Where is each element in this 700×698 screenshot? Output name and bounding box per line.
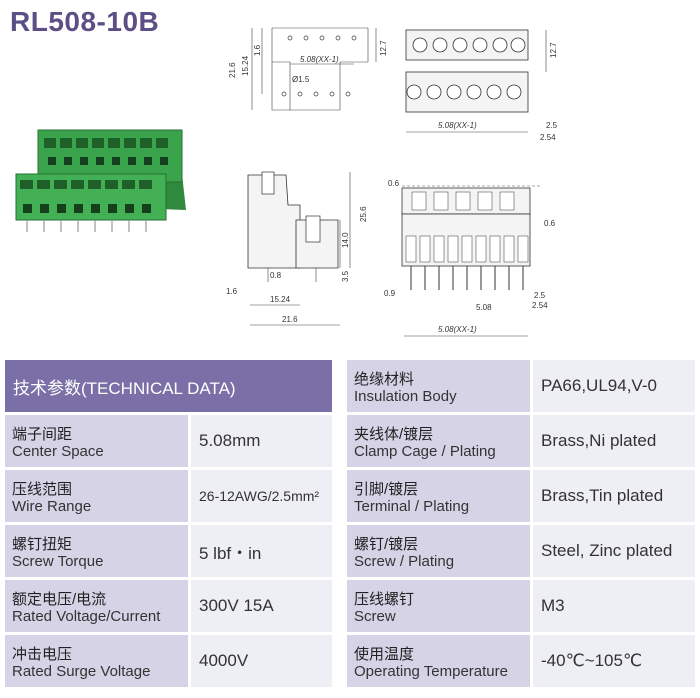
dim-top-h-small: 1.6 (253, 44, 262, 56)
spec-label: 额定电压/电流 Rated Voltage/Current (5, 580, 188, 632)
spec-label: 引脚/镀层 Terminal / Plating (347, 470, 530, 522)
dim-top-pitch: 5.08(XX-1) (300, 55, 339, 64)
spec-label: 螺钉扭矩 Screw Torque (5, 525, 188, 577)
product-title: RL508-10B (10, 6, 160, 37)
spec-label: 压线螺钉 Screw (347, 580, 530, 632)
spec-value: Brass,Ni plated (533, 415, 695, 467)
dim-front-height: 12.7 (549, 42, 558, 58)
spec-row-left-2: 螺钉扭矩 Screw Torque 5 lbf・in (5, 525, 695, 577)
dim-bottom-pitch: 5.08 (476, 303, 492, 312)
spec-label-cn: 冲击电压 (12, 646, 73, 663)
spec-row-left-1: 压线范围 Wire Range 26-12AWG/2.5mm² (5, 470, 695, 522)
dim-bottom-offset2: 2.54 (532, 301, 548, 310)
spec-value: 26-12AWG/2.5mm² (191, 470, 332, 522)
dim-side-w3: 15.24 (270, 295, 291, 304)
dim-top-hole: Ø1.5 (292, 75, 310, 84)
spec-value: Steel, Zinc plated (533, 525, 695, 577)
front-view-bottom-drawing: 0.6 0.6 0.9 5.08 2.5 2.54 5.08(XX-1) (384, 179, 556, 337)
spec-row-right-4: 压线螺钉 Screw M3 (347, 580, 695, 632)
spec-label-cn: 夹线体/镀层 (354, 426, 434, 443)
spec-value: M3 (533, 580, 695, 632)
spec-value: -40℃~105℃ (533, 635, 695, 687)
dim-bottom-a: 0.6 (388, 179, 400, 188)
spec-label-cn: 绝缘材料 (354, 371, 415, 388)
spec-label-en: Screw / Plating (354, 553, 455, 570)
top-view-drawing: 21.6 15.24 1.6 5.08(XX-1) Ø1.5 12.7 (228, 27, 388, 111)
dim-side-h2: 14.0 (341, 232, 350, 248)
spec-label: 压线范围 Wire Range (5, 470, 188, 522)
dim-side-h3: 3.5 (341, 270, 350, 282)
spec-label-en: Terminal / Plating (354, 498, 470, 515)
spec-row-right-1: 夹线体/镀层 Clamp Cage / Plating Brass,Ni pla… (347, 415, 695, 467)
spec-label-cn: 引脚/镀层 (354, 481, 419, 498)
spec-label-en: Rated Surge Voltage (12, 663, 151, 680)
dim-side-h1: 25.6 (359, 206, 368, 222)
spec-label-cn: 额定电压/电流 (12, 591, 107, 608)
spec-label: 螺钉/镀层 Screw / Plating (347, 525, 530, 577)
spec-row-left-4: 冲击电压 Rated Surge Voltage 4000V (5, 635, 695, 687)
spec-row-right-0: 绝缘材料 Insulation Body PA66,UL94,V-0 (347, 360, 695, 412)
spec-value: 5 lbf・in (191, 525, 332, 577)
spec-label-cn: 压线螺钉 (354, 591, 415, 608)
dim-bottom-b: 0.6 (544, 219, 556, 228)
spec-value: PA66,UL94,V-0 (533, 360, 695, 412)
front-view-top-drawing: 12.7 5.08(XX-1) 2.5 2.54 (405, 29, 558, 142)
spec-label-cn: 端子间距 (12, 426, 73, 443)
spec-label-en: Rated Voltage/Current (12, 608, 161, 625)
dim-front-offset1: 2.5 (546, 121, 558, 130)
spec-value: 5.08mm (191, 415, 332, 467)
spec-label-en: Insulation Body (354, 388, 457, 405)
dim-bottom-total: 5.08(XX-1) (438, 325, 477, 334)
spec-label-cn: 使用温度 (354, 646, 415, 663)
spec-row-right-5: 使用温度 Operating Temperature -40℃~105℃ (347, 635, 695, 687)
dim-side-w4: 21.6 (282, 315, 298, 324)
dim-top-h-total: 21.6 (228, 62, 237, 78)
dim-bottom-c: 0.9 (384, 289, 396, 298)
spec-label-en: Operating Temperature (354, 663, 508, 680)
spec-value: Brass,Tin plated (533, 470, 695, 522)
dim-side-w2: 1.6 (226, 287, 238, 296)
spec-label: 端子间距 Center Space (5, 415, 188, 467)
spec-label-en: Clamp Cage / Plating (354, 443, 496, 460)
spec-label-cn: 螺钉扭矩 (12, 536, 73, 553)
spec-row-right-2: 引脚/镀层 Terminal / Plating Brass,Tin plate… (347, 470, 695, 522)
spec-label-cn: 螺钉/镀层 (354, 536, 419, 553)
dim-top-height: 12.7 (379, 40, 388, 56)
dim-front-pitch: 5.08(XX-1) (438, 121, 477, 130)
spec-header-row: 技术参数(TECHNICAL DATA) (5, 360, 695, 412)
dim-side-w1: 0.8 (270, 271, 282, 280)
spec-row-left-3: 额定电压/电流 Rated Voltage/Current 300V 15A (5, 580, 695, 632)
spec-value: 4000V (191, 635, 332, 687)
spec-label-en: Wire Range (12, 498, 92, 515)
spec-row-right-3: 螺钉/镀层 Screw / Plating Steel, Zinc plated (347, 525, 695, 577)
spec-label-en: Center Space (12, 443, 104, 460)
spec-label-en: Screw (354, 608, 396, 625)
spec-label: 冲击电压 Rated Surge Voltage (5, 635, 188, 687)
spec-label: 绝缘材料 Insulation Body (347, 360, 530, 412)
dim-front-offset2: 2.54 (540, 133, 556, 142)
product-image (15, 129, 186, 232)
dim-top-h-mid: 15.24 (241, 55, 250, 76)
spec-label-cn: 压线范围 (12, 481, 73, 498)
spec-label-en: Screw Torque (12, 553, 104, 570)
technical-drawings: 21.6 15.24 1.6 5.08(XX-1) Ø1.5 12.7 12.7… (15, 27, 558, 337)
spec-label: 使用温度 Operating Temperature (347, 635, 530, 687)
spec-value: 300V 15A (191, 580, 332, 632)
side-view-drawing: 25.6 14.0 3.5 0.8 1.6 15.24 21.6 (226, 171, 368, 326)
spec-table-header: 技术参数(TECHNICAL DATA) (5, 360, 332, 412)
dim-bottom-offset1: 2.5 (534, 291, 546, 300)
spec-label: 夹线体/镀层 Clamp Cage / Plating (347, 415, 530, 467)
spec-row-left-0: 端子间距 Center Space 5.08mm (5, 415, 695, 467)
